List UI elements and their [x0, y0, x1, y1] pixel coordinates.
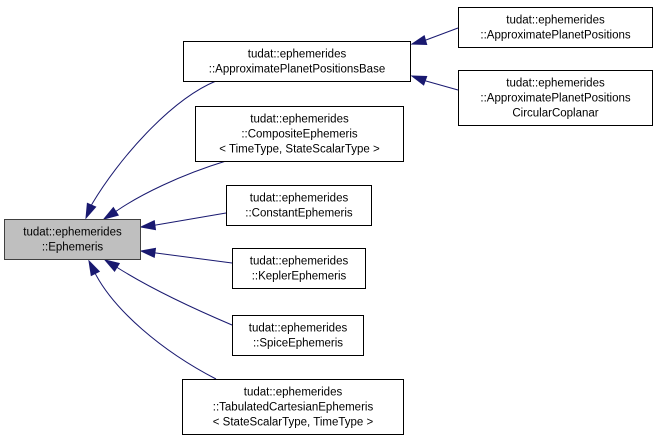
edge-approx-to-base-arrowhead [410, 35, 428, 46]
class-node-approx-circ[interactable]: tudat::ephemerides::ApproximatePlanetPos… [458, 70, 653, 126]
edge-composite-to-ephemeris-tail [115, 209, 119, 212]
class-box [226, 185, 372, 226]
class-box [458, 70, 653, 126]
class-name-line: tudat::ephemerides [506, 78, 605, 90]
edge-spice-to-ephemeris [117, 267, 233, 326]
edge-tabulated-to-ephemeris-tail [94, 273, 97, 276]
class-node-kepler[interactable]: tudat::ephemerides::KeplerEphemeris [232, 248, 366, 289]
class-name-line: ::ConstantEphemeris [245, 208, 353, 220]
edge-spice-to-ephemeris-arrowhead [103, 259, 121, 273]
class-node-tabulated[interactable]: tudat::ephemerides::TabulatedCartesianEp… [182, 379, 404, 435]
edge-kepler-to-ephemeris [155, 252, 233, 264]
edge-base-to-ephemeris-arrowhead [85, 202, 97, 220]
class-box [183, 41, 411, 82]
edge-approxcirc-to-base [425, 80, 459, 91]
class-box [232, 315, 364, 356]
class-name-line: tudat::ephemerides [506, 15, 605, 27]
edge-constant-to-ephemeris-arrowhead [139, 219, 157, 231]
class-name-line: tudat::ephemerides [23, 227, 122, 239]
class-name-line: < TimeType, StateScalarType > [219, 144, 380, 156]
edge-composite-to-ephemeris [117, 160, 227, 211]
class-node-approx[interactable]: tudat::ephemerides::ApproximatePlanetPos… [458, 7, 653, 48]
class-node-ephemeris[interactable]: tudat::ephemerides::Ephemeris [4, 219, 141, 260]
class-name-line: tudat::ephemerides [250, 193, 349, 205]
class-name-line: tudat::ephemerides [250, 114, 349, 126]
class-name-line: tudat::ephemerides [248, 49, 347, 61]
class-name-line: ::TabulatedCartesianEphemeris [213, 402, 374, 414]
class-name-line: ::Ephemeris [42, 242, 104, 254]
class-box [4, 219, 141, 260]
class-name-line: CircularCoplanar [512, 108, 598, 120]
class-name-line: tudat::ephemerides [244, 387, 343, 399]
class-box [458, 7, 653, 48]
class-box [232, 248, 366, 289]
edge-approx-to-base [425, 27, 459, 41]
class-name-line: ::ApproximatePlanetPositions [480, 30, 630, 42]
edge-tabulated-to-ephemeris [95, 274, 217, 380]
class-node-constant[interactable]: tudat::ephemerides::ConstantEphemeris [226, 185, 372, 226]
edge-spice-to-ephemeris-tail [116, 266, 119, 269]
class-node-spice[interactable]: tudat::ephemerides::SpiceEphemeris [232, 315, 364, 356]
class-name-line: ::CompositeEphemeris [241, 129, 358, 141]
class-node-approx-base[interactable]: tudat::ephemerides::ApproximatePlanetPos… [183, 41, 411, 82]
edge-base-to-ephemeris [91, 80, 217, 205]
edge-tabulated-to-ephemeris-arrowhead [88, 259, 101, 277]
class-node-composite[interactable]: tudat::ephemerides::CompositeEphemeris< … [195, 106, 404, 162]
edge-kepler-to-ephemeris-arrowhead [139, 247, 157, 259]
class-name-line: ::SpiceEphemeris [253, 338, 343, 350]
class-box [195, 106, 404, 162]
class-name-line: tudat::ephemerides [249, 323, 348, 335]
class-name-line: ::ApproximatePlanetPositionsBase [209, 64, 385, 76]
class-box [182, 379, 404, 435]
edge-constant-to-ephemeris [155, 212, 227, 226]
class-name-line: ::ApproximatePlanetPositions [480, 93, 630, 105]
class-name-line: < StateScalarType, TimeType > [213, 417, 374, 429]
edge-composite-to-ephemeris-arrowhead [102, 206, 120, 220]
edge-approxcirc-to-base-arrowhead [410, 75, 428, 86]
class-name-line: tudat::ephemerides [250, 256, 349, 268]
class-name-line: ::KeplerEphemeris [252, 271, 347, 283]
